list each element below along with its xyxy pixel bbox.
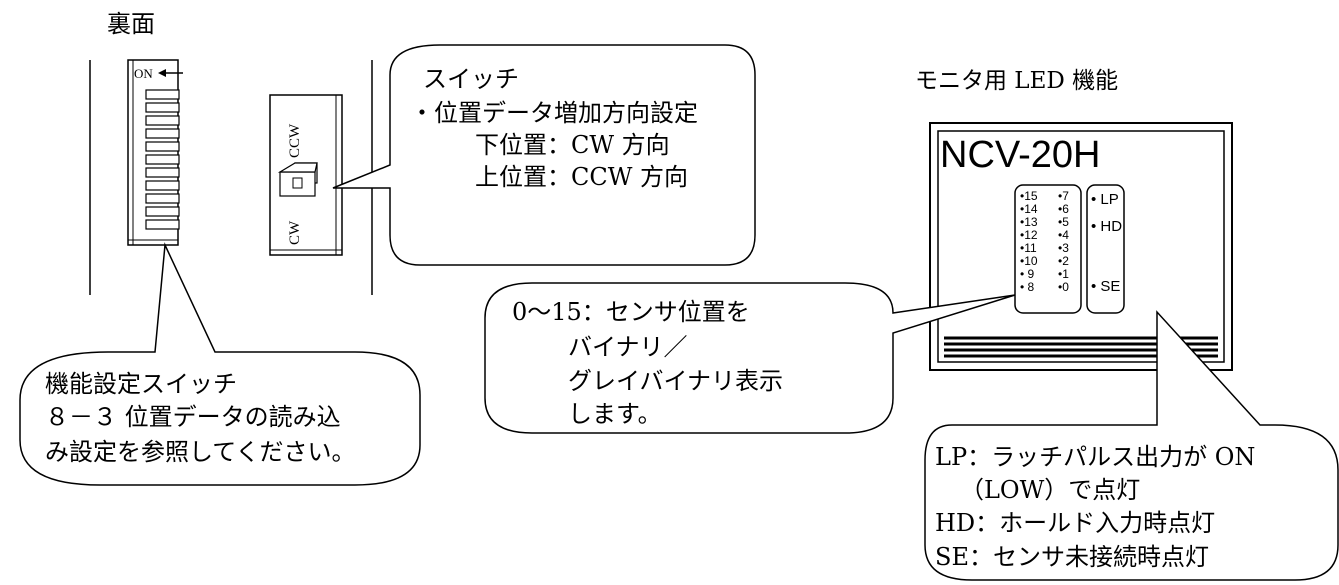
led-number: •14 (1020, 202, 1038, 216)
callout-line: します。 (568, 400, 662, 428)
led-number: •1 (1058, 267, 1069, 281)
led-number: •3 (1058, 241, 1069, 255)
led-number: •15 (1020, 189, 1038, 203)
callout-line: スイッチ (423, 65, 519, 93)
callout-line: HD：ホールド入力時点灯 (935, 509, 1216, 537)
led-number: •5 (1058, 215, 1069, 229)
led-number: • 9 (1020, 267, 1035, 281)
cw-label: CW (287, 220, 303, 245)
led-number: •13 (1020, 215, 1038, 229)
callout-line: 機能設定スイッチ (45, 370, 237, 398)
dip-on-label: ON (134, 66, 153, 81)
callout-line: 0～15：センサ位置を (512, 298, 750, 326)
callout-sensor-position-bubble (484, 282, 1016, 434)
back-side-label: 裏面 (107, 10, 155, 38)
led-panel (929, 122, 1233, 371)
led-number: •6 (1058, 202, 1069, 216)
led-number: •10 (1020, 254, 1038, 268)
callout-line: グレイバイナリ表示 (568, 367, 784, 395)
monitor-led-title: モニタ用 LED 機能 (915, 68, 1119, 94)
callout-line: LP：ラッチパルス出力が ON (935, 443, 1256, 471)
led-number: • 8 (1020, 280, 1035, 294)
dip-switch (127, 59, 183, 246)
status-led-lp: • LP (1091, 191, 1119, 208)
callout-switch-bubble (332, 44, 756, 266)
callout-function-switch-bubble (19, 242, 421, 486)
model-name: NCV-20H (940, 134, 1101, 176)
callout-line: 上位置：CCW 方向 (475, 163, 689, 191)
callout-line: ・位置データ増加方向設定 (410, 99, 698, 127)
led-number: •11 (1020, 241, 1037, 255)
ccw-label: CCW (287, 123, 303, 158)
direction-switch (269, 94, 343, 256)
callout-line: み設定を参照してください。 (45, 438, 356, 466)
callout-line: バイナリ／ (568, 333, 688, 361)
status-led-se: • SE (1091, 278, 1121, 295)
status-led-hd: • HD (1091, 218, 1123, 235)
callout-line: SE：センサ未接続時点灯 (935, 543, 1209, 571)
callout-line: ８－３ 位置データの読み込 (45, 403, 341, 431)
callout-line: （LOW）で点灯 (960, 476, 1141, 504)
led-number: •0 (1058, 280, 1069, 294)
led-number: •4 (1058, 228, 1069, 242)
led-number: •7 (1058, 189, 1069, 203)
led-number: •12 (1020, 228, 1038, 242)
led-number: •2 (1058, 254, 1069, 268)
callout-status-bubble (924, 310, 1339, 581)
callout-line: 下位置：CW 方向 (475, 131, 670, 159)
